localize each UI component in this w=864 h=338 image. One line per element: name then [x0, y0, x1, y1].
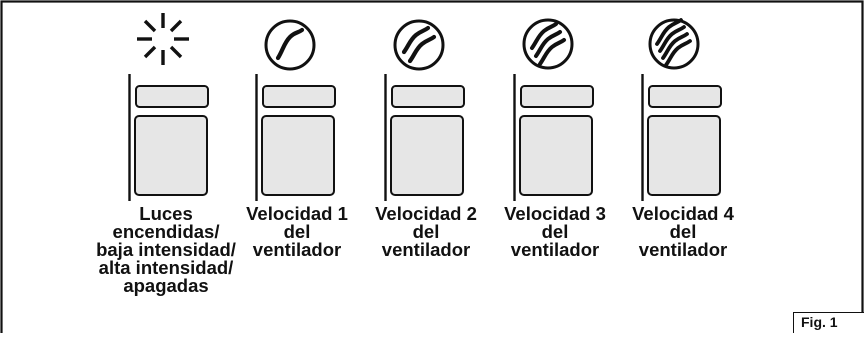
label-line: Velocidad 1 [246, 203, 348, 224]
fan-speed-1-label: Velocidad 1 del ventilador [246, 203, 348, 260]
fan-speed-4-label: Velocidad 4 del ventilador [632, 203, 734, 260]
label-line: Luces [139, 203, 193, 224]
fan-speed-4-button[interactable] [647, 115, 721, 196]
label-line: Velocidad 2 [375, 203, 477, 224]
label-line: baja intensidad/ [96, 239, 236, 260]
control-lights [128, 13, 209, 201]
figure-label: Fig. 1 [793, 312, 864, 333]
label-line: ventilador [381, 239, 471, 260]
label-line: del [283, 221, 311, 242]
fan-speed-4-icon [648, 18, 700, 70]
fan-speed-2-label: Velocidad 2 del ventilador [375, 203, 477, 260]
label-line: ventilador [252, 239, 342, 260]
control-fan-speed-3 [513, 18, 594, 201]
indicator-light [648, 85, 722, 108]
label-line: del [541, 221, 569, 242]
lights-button[interactable] [134, 115, 208, 196]
control-fan-speed-1 [255, 19, 336, 201]
label-line: Velocidad 4 [632, 203, 734, 224]
fan-speed-1-button[interactable] [261, 115, 335, 196]
label-line: encendidas/ [112, 221, 220, 242]
indicator-light [135, 85, 209, 108]
fan-speed-3-icon [522, 18, 574, 70]
label-line: Velocidad 3 [504, 203, 606, 224]
fan-speed-2-button[interactable] [390, 115, 464, 196]
label-line: apagadas [123, 275, 209, 296]
fan-speed-3-label: Velocidad 3 del ventilador [504, 203, 606, 260]
label-line: ventilador [510, 239, 600, 260]
fan-speed-1-icon [264, 19, 316, 71]
indicator-light [391, 85, 465, 108]
fan-speed-3-button[interactable] [519, 115, 593, 196]
control-fan-speed-4 [641, 18, 722, 201]
control-fan-speed-2 [384, 19, 465, 201]
fan-speed-2-icon [393, 19, 445, 71]
light-burst-icon [137, 13, 189, 65]
indicator-light [520, 85, 594, 108]
indicator-light [262, 85, 336, 108]
label-line: ventilador [638, 239, 728, 260]
lights-label: Luces encendidas/ baja intensidad/ alta … [96, 203, 236, 296]
label-line: alta intensidad/ [98, 257, 234, 278]
label-line: del [412, 221, 440, 242]
label-line: del [669, 221, 697, 242]
